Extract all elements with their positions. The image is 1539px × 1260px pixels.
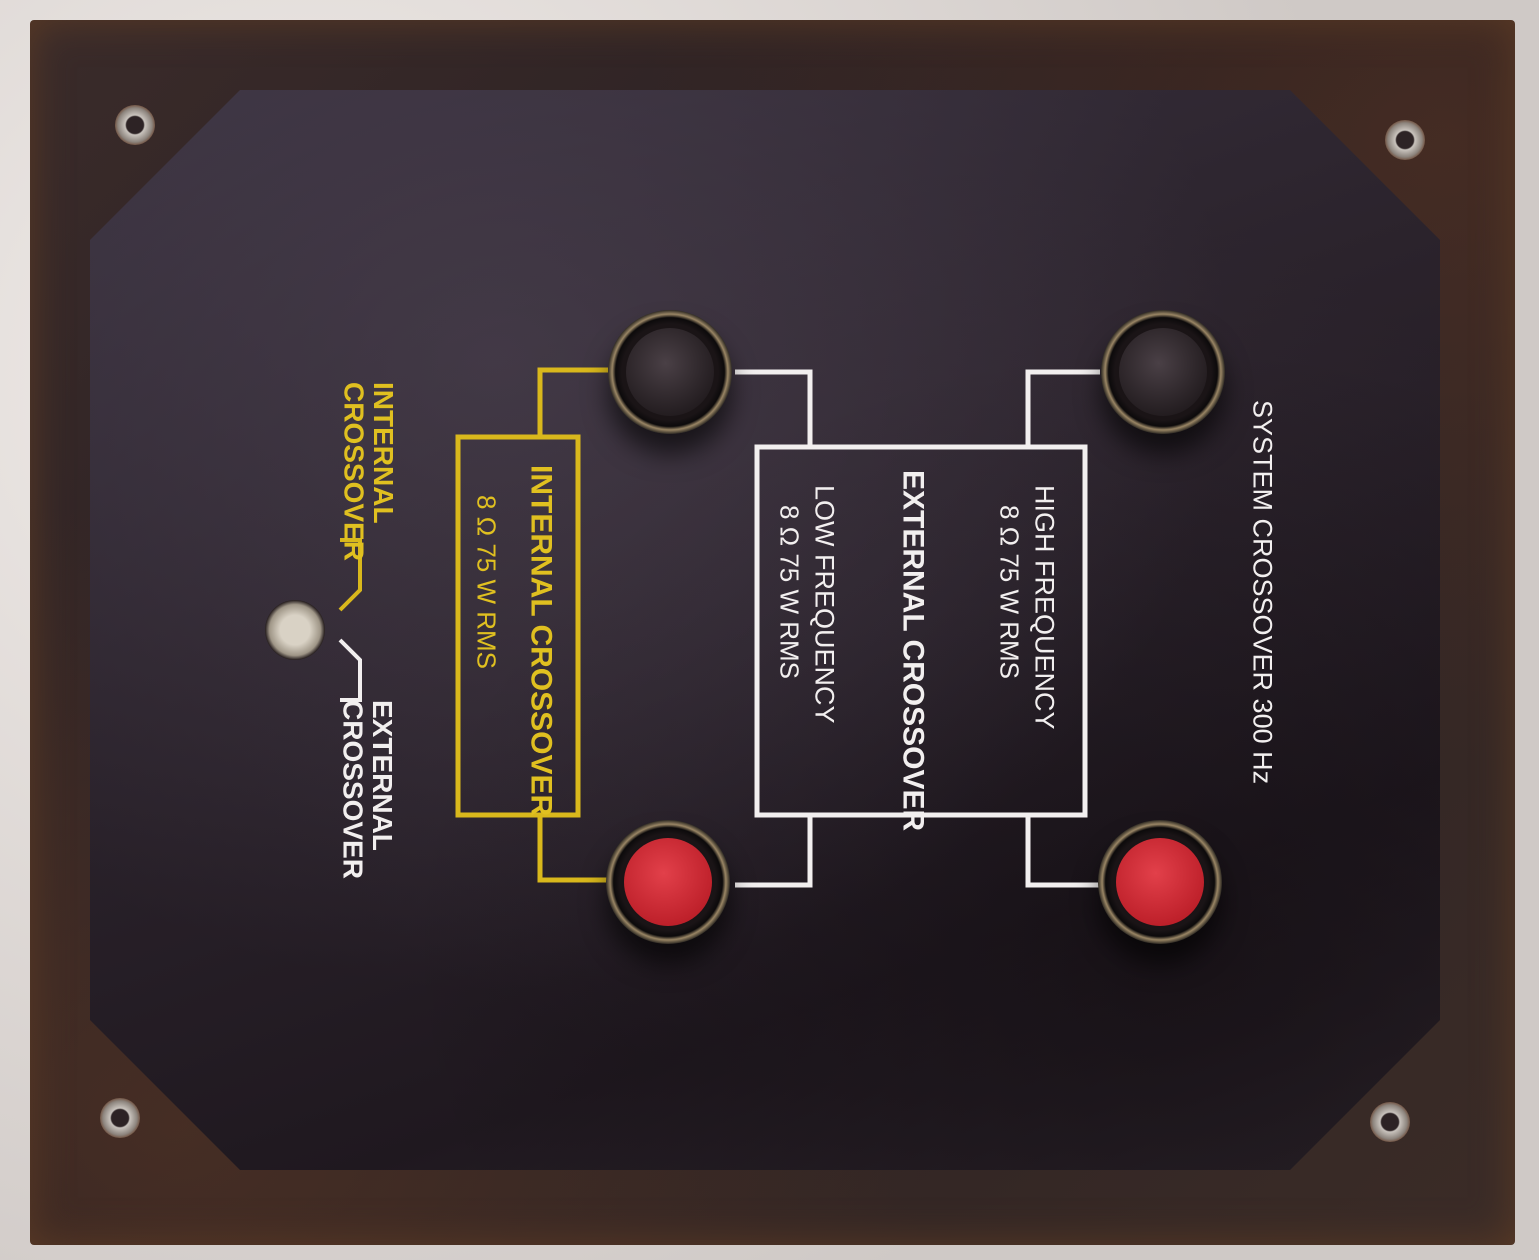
high-frequency-black-terminal[interactable]	[1101, 310, 1225, 434]
internal-crossover-box	[455, 434, 581, 818]
wire-line	[735, 815, 813, 888]
wire-line	[537, 815, 608, 883]
low-frequency-label: LOW FREQUENCY	[809, 485, 840, 724]
crossover-selector-switch[interactable]	[265, 600, 325, 660]
screw-icon	[100, 1098, 140, 1138]
internal-crossover-title: INTERNAL CROSSOVER	[524, 465, 558, 817]
high-frequency-red-terminal[interactable]	[1098, 820, 1222, 944]
switch-external-label: EXTERNAL CROSSOVER	[337, 700, 398, 879]
external-crossover-box	[754, 444, 1088, 818]
low-frequency-spec: 8 Ω 75 W RMS	[774, 505, 805, 680]
switch-line	[338, 638, 362, 702]
switch-internal-label: INTERNAL CROSSOVER	[338, 382, 399, 561]
screw-icon	[1385, 120, 1425, 160]
wire-line	[537, 367, 608, 437]
low-frequency-black-terminal[interactable]	[608, 310, 732, 434]
wire-line	[735, 369, 813, 447]
internal-crossover-spec: 8 Ω 75 W RMS	[471, 495, 502, 670]
external-crossover-title: EXTERNAL CROSSOVER	[896, 470, 930, 832]
switch-line	[338, 538, 362, 612]
wire-line	[1025, 815, 1100, 888]
screw-icon	[115, 105, 155, 145]
low-frequency-red-terminal[interactable]	[606, 820, 730, 944]
screw-icon	[1370, 1102, 1410, 1142]
high-frequency-label: HIGH FREQUENCY	[1029, 485, 1060, 730]
high-frequency-spec: 8 Ω 75 W RMS	[994, 505, 1025, 680]
system-crossover-label: SYSTEM CROSSOVER 300 Hz	[1247, 400, 1278, 785]
wire-line	[1025, 369, 1100, 447]
